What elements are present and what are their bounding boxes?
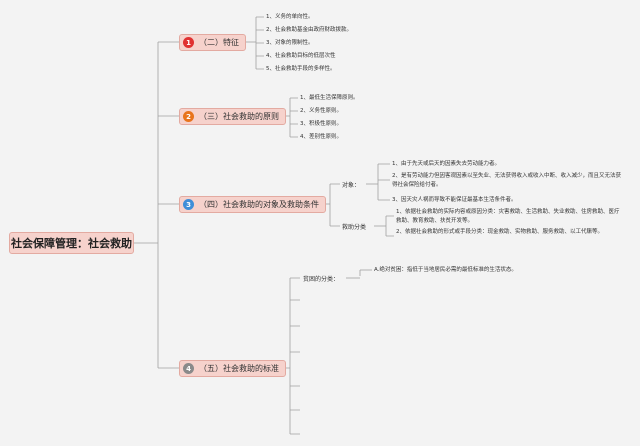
leaf-item: 2、是有劳动能力但因客观因素以至失业、无法获得收入或收入中断、收入减少，而且又无… [392, 173, 622, 188]
leaf-item: 2、义务性原则。 [300, 108, 342, 114]
leaf-item: 2、依据社会救助的形式或手段分类：现金救助、实物救助、服务救助、以工代赈等。 [396, 229, 604, 235]
number-2-badge-icon: 2 [183, 111, 194, 122]
leaf-item: 4、社会救助目标的低层次性 [266, 53, 336, 59]
leaf-item: 2、社会救助基金由政府财政拨款。 [266, 27, 353, 33]
root-topic[interactable]: 社会保障管理：社会救助 [9, 232, 134, 254]
branch-label: （五）社会救助的标准 [199, 364, 279, 373]
leaf-item: 3、因天灾人祸而导致不能保证最基本生活条件者。 [392, 197, 517, 203]
group-label-poverty-types[interactable]: 贫困的分类： [303, 276, 340, 283]
branch-label: （三）社会救助的原则 [199, 112, 279, 121]
number-3-badge-icon: 3 [183, 199, 194, 210]
leaf-item: 1、依据社会救助的实际内容或原因分类：灾害救助、生活救助、失业救助、住房救助、医… [396, 209, 620, 224]
branch-principles[interactable]: 2 （三）社会救助的原则 [179, 108, 286, 125]
leaf-item: 1、由于先天或后天的因素失去劳动能力者。 [392, 161, 501, 167]
leaf-item: 3、对象的限制性。 [266, 40, 314, 46]
branch-label: （四）社会救助的对象及救助条件 [199, 200, 319, 209]
branch-standards[interactable]: 4 （五）社会救助的标准 [179, 360, 286, 377]
group-label-categories[interactable]: 救助分类 [342, 224, 367, 231]
leaf-item: 1、最低生活保障原则。 [300, 95, 359, 101]
number-1-badge-icon: 1 [183, 37, 194, 48]
leaf-item: A.绝对贫困：指低于当地居民必需的最低标准的生活状态。 [374, 267, 517, 273]
leaf-item: 5、社会救助手段的多样性。 [266, 66, 336, 72]
leaf-item: 1、义务的单向性。 [266, 14, 314, 20]
leaf-item: 3、积极性原则。 [300, 121, 342, 127]
branch-objects-conditions[interactable]: 3 （四）社会救助的对象及救助条件 [179, 196, 326, 213]
leaf-item: 4、差别性原则。 [300, 134, 342, 140]
number-4-badge-icon: 4 [183, 363, 194, 374]
group-label-objects[interactable]: 对象： [342, 182, 361, 189]
branch-label: （二）特征 [199, 38, 239, 47]
branch-features[interactable]: 1 （二）特征 [179, 34, 246, 51]
